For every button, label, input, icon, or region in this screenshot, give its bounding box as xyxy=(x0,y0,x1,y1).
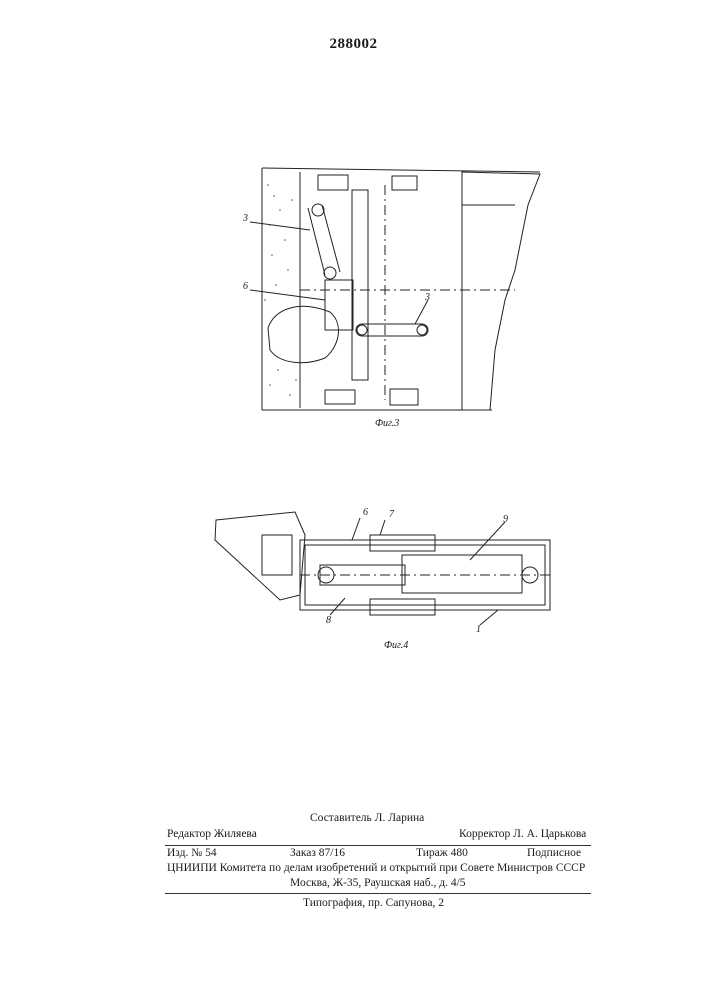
fig3-callout-3-upper: 3 xyxy=(243,213,248,224)
fig4-callout-7: 7 xyxy=(389,509,394,520)
imprint-editor: Редактор Жиляева xyxy=(167,828,257,840)
fig3-callout-6: 6 xyxy=(243,281,248,292)
figure-4-drawing xyxy=(0,500,707,700)
imprint-order: Заказ 87/16 xyxy=(290,847,345,859)
imprint-address: Москва, Ж-35, Раушская наб., д. 4/5 xyxy=(290,877,466,889)
imprint-rule-bottom xyxy=(165,893,591,894)
imprint-subscription: Подписное xyxy=(527,847,581,859)
fig4-callout-6: 6 xyxy=(363,507,368,518)
figure-4-caption: Фиг.4 xyxy=(384,640,408,651)
fig3-callout-3-lower: 3 xyxy=(425,292,430,303)
fig4-callout-1: 1 xyxy=(476,624,481,635)
figure-3-drawing xyxy=(0,0,707,460)
imprint-institute: ЦНИИПИ Комитета по делам изобретений и о… xyxy=(167,862,585,874)
fig4-callout-9: 9 xyxy=(503,514,508,525)
imprint-print-run: Тираж 480 xyxy=(416,847,468,859)
imprint-issue: Изд. № 54 xyxy=(167,847,217,859)
imprint-corrector: Корректор Л. А. Царькова xyxy=(459,828,586,840)
fig4-callout-8: 8 xyxy=(326,615,331,626)
figure-3-caption: Фиг.3 xyxy=(375,418,399,429)
imprint-rule-top xyxy=(165,845,591,846)
imprint-typography: Типография, пр. Сапунова, 2 xyxy=(303,897,444,909)
imprint-compiler: Составитель Л. Ларина xyxy=(310,812,424,824)
